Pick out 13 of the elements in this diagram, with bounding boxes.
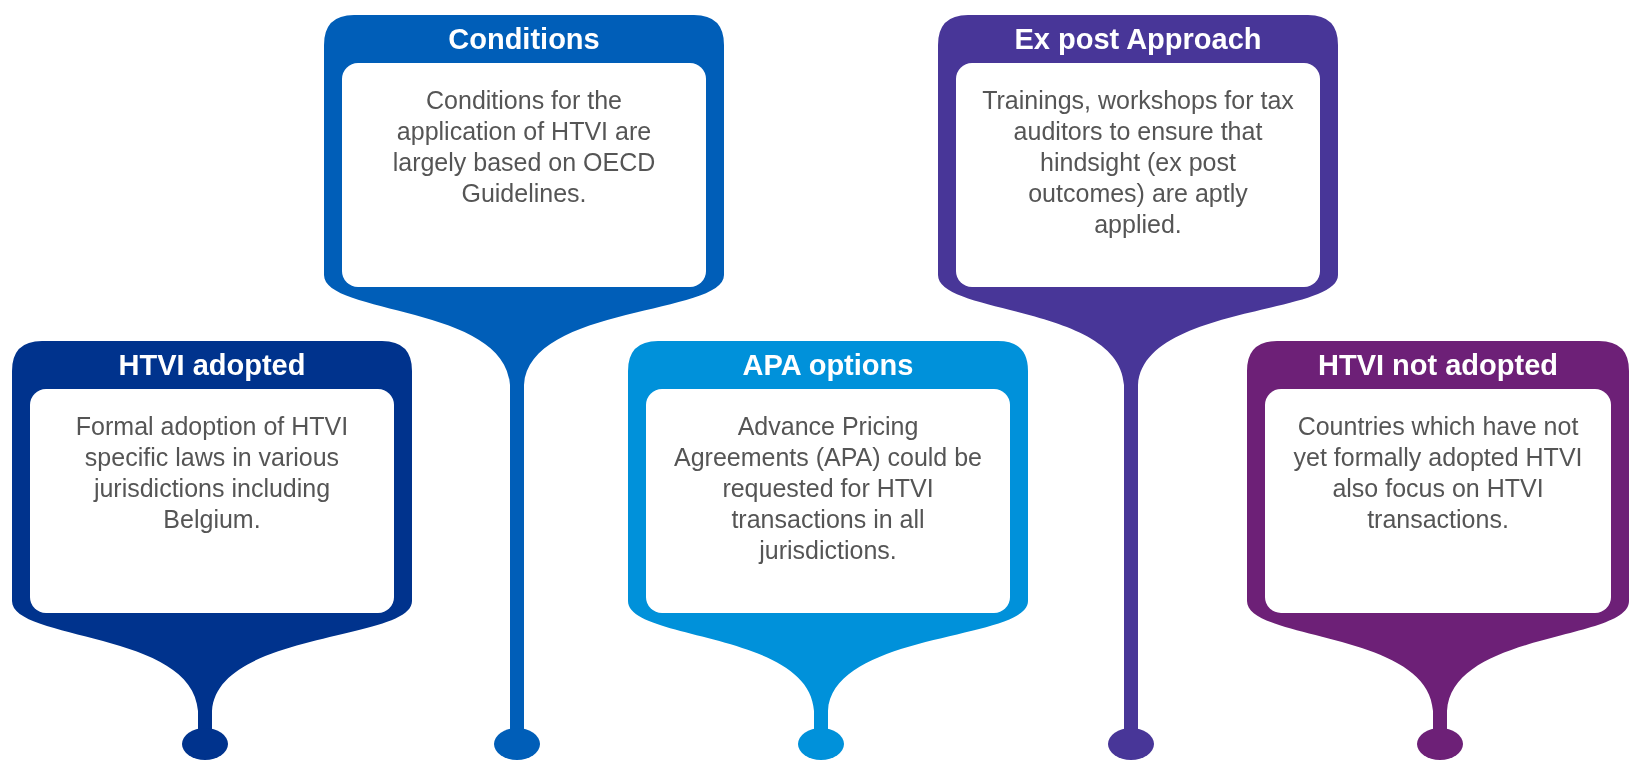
callout-heading: HTVI adopted [117,348,307,383]
callout-heading: Conditions [447,22,601,57]
callout-text: Formal adoption of HTVI specific laws in various jurisdictions including Belgium. [74,411,350,535]
callout-heading: HTVI not adopted [1317,348,1559,383]
callout-text: Conditions for the application of HTVI are largely based on OECD Guidelines. [391,85,657,209]
callout-text: Countries which have not yet formally adopted HTVI also focus on HTVI transactions. [1292,411,1584,535]
callout-heading: Ex post Approach [1013,22,1263,57]
callout-heading: APA options [741,348,915,383]
callout-pin [12,341,412,760]
callout-text: Advance Pricing Agreements (APA) could be requested for HTVI transactions in all jurisdictions. [673,411,983,566]
callout-text: Trainings, workshops for tax auditors to ensure that hindsight (ex post outcomes) are aptly applied. [981,85,1295,240]
callout-pin [1247,341,1629,760]
callout-pin [628,341,1028,760]
